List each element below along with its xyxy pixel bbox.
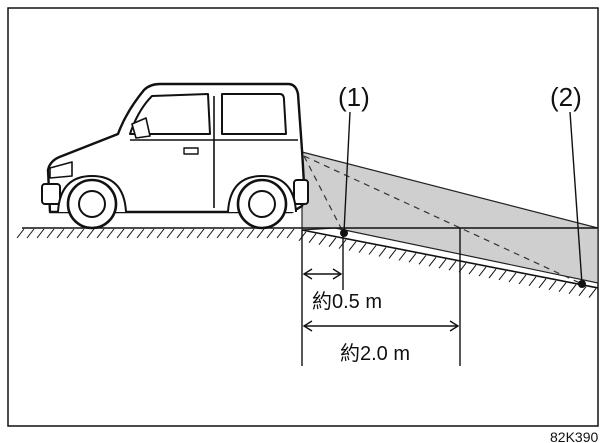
hatch-mark	[66, 228, 75, 239]
hatch-mark	[226, 228, 235, 239]
label-point-1: (1)	[338, 82, 370, 112]
hatch-mark	[106, 228, 115, 239]
hatch-mark	[186, 228, 195, 239]
hatch-mark	[256, 228, 265, 239]
hatch-mark	[116, 228, 125, 239]
hatch-mark	[558, 282, 567, 293]
hatch-mark	[578, 286, 587, 296]
hatch-mark	[286, 228, 295, 239]
sight-line-far	[303, 155, 583, 285]
hatch-mark	[86, 228, 95, 239]
hatch-mark	[56, 228, 65, 239]
hatch-mark	[408, 253, 417, 263]
hatch-mark	[528, 276, 537, 287]
hatch-mark	[328, 237, 337, 247]
dim-far-arrow-left	[302, 320, 313, 332]
hatch-mark	[518, 274, 527, 285]
hatch-mark	[348, 241, 357, 251]
hatch-mark	[368, 245, 377, 255]
label-distance-near: 約0.5 m	[312, 290, 382, 313]
hatch-mark	[588, 288, 597, 298]
rear-hub	[248, 190, 276, 218]
hatch-mark	[428, 256, 437, 267]
car	[41, 82, 309, 230]
ground-slope	[301, 229, 598, 289]
hatch-mark	[478, 266, 487, 277]
hatch-mark	[488, 268, 497, 279]
hatch-mark	[236, 228, 245, 239]
hatch-mark	[146, 228, 155, 239]
hatch-mark	[76, 228, 85, 239]
point-1-dot	[340, 229, 348, 237]
hatch-mark	[448, 260, 457, 271]
rear-window	[221, 93, 287, 135]
dim-far-arrow-right	[449, 320, 460, 332]
hatch-mark	[16, 228, 25, 239]
label-distance-far: 約2.0 m	[340, 342, 410, 365]
dimension-lines	[301, 228, 461, 366]
hatch-mark	[388, 249, 397, 259]
sight-line-near	[303, 155, 344, 233]
hatch-mark	[36, 228, 45, 239]
hatch-mark	[398, 251, 407, 261]
door-handle	[183, 147, 199, 155]
hatch-mark	[498, 270, 507, 281]
hatch-mark	[26, 228, 35, 239]
hatch-mark	[46, 228, 55, 239]
hatch-mark	[318, 235, 327, 246]
hatch-mark	[136, 228, 145, 239]
hatch-mark	[216, 228, 225, 239]
visibility-zone	[301, 151, 598, 284]
front-hub	[78, 190, 106, 218]
hatch-mark	[126, 228, 135, 239]
hatch-mark	[568, 284, 577, 294]
hatch-mark	[246, 228, 255, 239]
ground-hatch	[16, 228, 295, 239]
hatch-mark	[96, 228, 105, 239]
leader-2	[569, 111, 583, 285]
hatch-mark	[176, 228, 185, 239]
hatch-mark	[418, 254, 427, 265]
hatch-mark	[166, 228, 175, 239]
headlight	[49, 161, 73, 179]
hatch-mark	[358, 243, 367, 253]
front-bumper	[41, 183, 61, 205]
hatch-mark	[308, 233, 317, 244]
hatch-mark	[378, 247, 387, 257]
point-2-dot	[578, 280, 586, 288]
hatch-mark	[156, 228, 165, 239]
hatch-mark	[438, 258, 447, 269]
hatch-mark	[196, 228, 205, 239]
label-point-2: (2)	[550, 82, 582, 112]
hatch-mark	[508, 272, 517, 283]
hatch-mark	[548, 280, 557, 291]
rear-bumper	[293, 179, 309, 205]
leader-1	[343, 111, 351, 233]
dim-near-arrow-left	[302, 268, 313, 280]
hatch-mark	[266, 228, 275, 239]
side-mirror	[131, 117, 151, 139]
hatch-mark	[468, 264, 477, 275]
dim-near-arrow-right	[332, 268, 343, 280]
hatch-mark	[538, 278, 547, 289]
hatch-mark	[206, 228, 215, 239]
hatch-mark	[276, 228, 285, 239]
figure-code: 82K390	[550, 429, 598, 443]
